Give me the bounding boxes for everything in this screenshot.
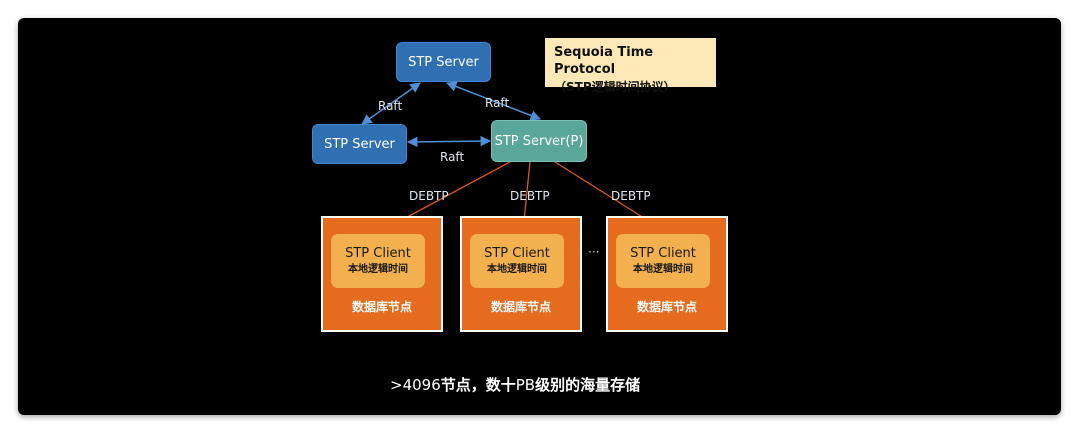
- debtp-label-2: DEBTP: [510, 189, 550, 203]
- database-node-1: STP Client 本地逻辑时间 数据库节点: [321, 216, 443, 332]
- scale-caption-count: >4096: [390, 376, 441, 394]
- stp-client-3-clock: 本地逻辑时间: [633, 263, 693, 275]
- database-node-1-label: 数据库节点: [351, 300, 412, 314]
- raft-link-top-primary: [446, 81, 541, 121]
- raft-link-top-left: [361, 82, 421, 125]
- protocol-subtitle: （STP逻辑时间协议）: [554, 80, 676, 94]
- stp-client-1-clock: 本地逻辑时间: [348, 263, 408, 275]
- stp-server-left: STP Server: [312, 124, 407, 164]
- debtp-label-3: DEBTP: [611, 189, 651, 203]
- raft-label-bottom: Raft: [440, 150, 465, 164]
- stp-server-top-label: STP Server: [408, 54, 479, 70]
- stp-server-top: STP Server: [396, 42, 491, 82]
- database-node-3-label: 数据库节点: [636, 300, 697, 314]
- stp-client-2: STP Client 本地逻辑时间: [470, 234, 564, 288]
- scale-caption: >4096节点，数十PB级别的海量存储: [390, 374, 640, 395]
- stp-client-3: STP Client 本地逻辑时间: [616, 234, 710, 288]
- raft-label-left: Raft: [378, 99, 403, 113]
- raft-link-left-primary: [406, 135, 492, 148]
- stp-client-1: STP Client 本地逻辑时间: [331, 234, 425, 288]
- protocol-title-box: Sequoia Time Protocol （STP逻辑时间协议）: [545, 38, 716, 94]
- stp-client-2-clock: 本地逻辑时间: [487, 263, 547, 275]
- database-node-2-label: 数据库节点: [490, 300, 551, 314]
- stp-client-2-label: STP Client: [484, 245, 550, 261]
- stp-server-primary-label: STP Server(P): [494, 133, 584, 149]
- database-node-3: STP Client 本地逻辑时间 数据库节点: [606, 216, 728, 332]
- stp-server-primary: STP Server(P): [491, 120, 587, 162]
- scale-caption-storage: 级别的海量存储: [535, 376, 641, 394]
- stp-client-3-label: STP Client: [630, 245, 696, 261]
- protocol-title: Sequoia Time Protocol: [554, 45, 654, 77]
- more-nodes-ellipsis: ···: [588, 245, 600, 259]
- scale-caption-nodes: 节点，数十: [440, 376, 516, 394]
- scale-caption-unit: PB: [515, 376, 536, 394]
- stp-server-left-label: STP Server: [324, 136, 395, 152]
- database-node-2: STP Client 本地逻辑时间 数据库节点: [460, 216, 582, 332]
- raft-label-right: Raft: [485, 96, 510, 110]
- stp-client-1-label: STP Client: [345, 245, 411, 261]
- debtp-label-1: DEBTP: [409, 189, 449, 203]
